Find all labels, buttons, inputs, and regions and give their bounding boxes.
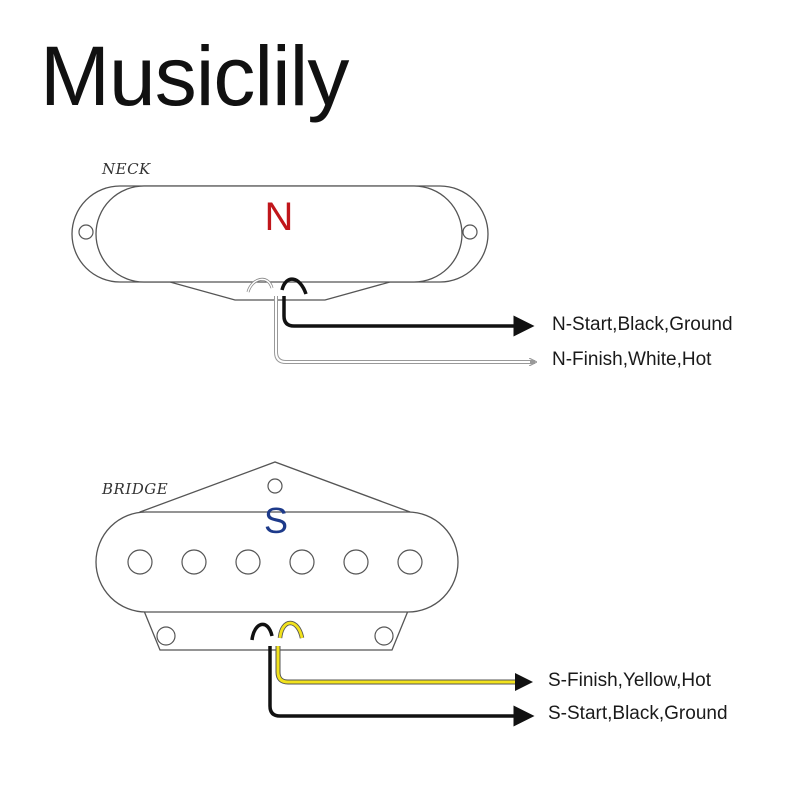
bridge-yellow-lead-loop	[278, 621, 304, 639]
bridge-wires	[268, 646, 535, 727]
neck-pickup: N	[71, 185, 489, 301]
neck-mount-hole-left	[78, 224, 94, 240]
bridge-wire-yellow-label: S-Finish,Yellow,Hot	[548, 670, 711, 691]
pole-piece	[127, 549, 153, 575]
neck-wire-white-label: N-Finish,White,Hot	[552, 349, 712, 370]
pole-piece	[289, 549, 315, 575]
pole-piece	[397, 549, 423, 575]
neck-wire-black	[282, 296, 535, 337]
brand-logo-text: Musiclily	[40, 29, 349, 123]
neck-black-lead-loop	[280, 277, 308, 295]
neck-wires	[274, 296, 535, 363]
neck-wire-white	[274, 296, 535, 362]
pole-piece	[343, 549, 369, 575]
bridge-pickup: S	[95, 461, 459, 651]
bridge-black-lead-loop	[250, 622, 274, 641]
bridge-pole-pieces	[127, 549, 423, 575]
neck-pole-letter: N	[265, 195, 294, 239]
bridge-pickup-cover	[95, 511, 459, 613]
bridge-wire-yellow-outline	[275, 646, 522, 685]
pole-piece	[235, 549, 261, 575]
neck-mount-hole-right	[462, 224, 478, 240]
bridge-mount-hole-left	[156, 626, 176, 646]
bridge-mount-hole-right	[374, 626, 394, 646]
bridge-pole-letter: S	[264, 500, 288, 541]
bridge-mount-hole-top	[267, 478, 283, 494]
bridge-wire-black	[268, 646, 535, 727]
bridge-wire-yellow	[276, 646, 533, 691]
bridge-wire-black-label: S-Start,Black,Ground	[548, 703, 728, 724]
neck-wire-black-label: N-Start,Black,Ground	[552, 314, 733, 335]
neck-wire-white-core	[275, 296, 530, 363]
bridge-pickup-label: BRIDGE	[102, 480, 169, 498]
neck-pickup-label: NECK	[102, 160, 151, 178]
neck-white-lead-loop-inner	[247, 278, 273, 293]
pole-piece	[181, 549, 207, 575]
neck-pickup-cover	[95, 185, 463, 283]
